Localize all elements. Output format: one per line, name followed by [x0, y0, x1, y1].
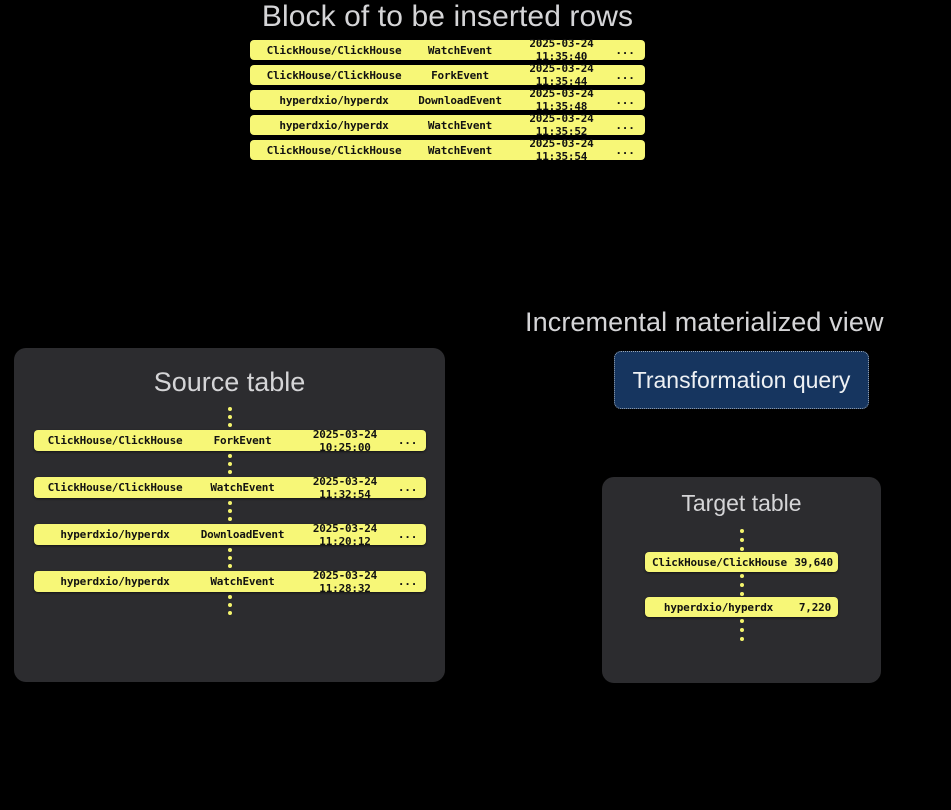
row-timestamp: 2025-03-24 11:20:12 [312, 521, 378, 548]
row-count: 39,640 [794, 555, 833, 569]
row-repo: hyperdxio/hyperdx [279, 118, 389, 132]
table-row: ClickHouse/ClickHouse ForkEvent 2025-03-… [250, 62, 645, 88]
row-more: ... [397, 528, 418, 541]
row-event: WatchEvent [427, 143, 493, 157]
table-row: hyperdxio/hyperdx 7,220 [645, 597, 838, 617]
row-event: WatchEvent [427, 43, 493, 57]
vertical-ellipsis-icon [34, 451, 426, 477]
table-row: hyperdxio/hyperdx WatchEvent 2025-03-24 … [34, 568, 426, 595]
row-timestamp: 2025-03-24 11:32:54 [312, 474, 378, 501]
row-repo: hyperdxio/hyperdx [279, 93, 389, 107]
materialized-view-title: Incremental materialized view [525, 307, 884, 337]
row-count: 7,220 [798, 600, 831, 614]
source-table-rows: ClickHouse/ClickHouse ForkEvent 2025-03-… [34, 404, 426, 618]
table-row: ClickHouse/ClickHouse ForkEvent 2025-03-… [34, 427, 426, 454]
row-timestamp: 2025-03-24 10:25:00 [312, 427, 378, 454]
row-more: ... [397, 481, 418, 494]
row-repo: hyperdxio/hyperdx [60, 575, 170, 588]
row-event: ForkEvent [213, 434, 272, 447]
row-more: ... [615, 43, 635, 57]
row-event: WatchEvent [427, 118, 493, 132]
insert-block-rows: ClickHouse/ClickHouse WatchEvent 2025-03… [250, 37, 645, 163]
target-table-panel: Target table [602, 477, 881, 683]
table-row: ClickHouse/ClickHouse WatchEvent 2025-03… [34, 474, 426, 501]
row-timestamp: 2025-03-24 11:35:54 [529, 137, 594, 163]
row-event: DownloadEvent [200, 528, 285, 541]
target-table-rows: ClickHouse/ClickHouse 39,640 hyperdxio/h… [645, 527, 838, 642]
transformation-query-box: Transformation query [614, 351, 869, 409]
vertical-ellipsis-icon [34, 592, 426, 618]
vertical-ellipsis-icon [645, 572, 838, 597]
row-more: ... [397, 434, 418, 447]
row-more: ... [615, 118, 635, 132]
row-repo: ClickHouse/ClickHouse [266, 68, 402, 82]
row-timestamp: 2025-03-24 11:28:32 [312, 568, 378, 595]
vertical-ellipsis-icon [645, 527, 838, 552]
source-table-title: Source table [153, 367, 306, 397]
vertical-ellipsis-icon [34, 498, 426, 524]
table-row: hyperdxio/hyperdx WatchEvent 2025-03-24 … [250, 112, 645, 138]
row-repo: ClickHouse/ClickHouse [266, 43, 402, 57]
row-more: ... [397, 575, 418, 588]
row-event: ForkEvent [431, 68, 489, 82]
row-event: WatchEvent [210, 575, 275, 588]
row-timestamp: 2025-03-24 11:35:48 [529, 87, 594, 113]
row-event: DownloadEvent [418, 93, 502, 107]
table-row: ClickHouse/ClickHouse WatchEvent 2025-03… [250, 137, 645, 163]
row-more: ... [615, 143, 635, 157]
row-timestamp: 2025-03-24 11:35:52 [529, 112, 594, 138]
vertical-ellipsis-icon [34, 404, 426, 430]
row-timestamp: 2025-03-24 11:35:44 [529, 62, 594, 88]
row-more: ... [615, 68, 635, 82]
target-table-title: Target table [681, 490, 802, 516]
block-title: Block of to be inserted rows [261, 0, 634, 33]
row-event: WatchEvent [210, 481, 275, 494]
source-table-panel: Source table [14, 348, 445, 682]
table-row: hyperdxio/hyperdx DownloadEvent 2025-03-… [250, 87, 645, 113]
vertical-ellipsis-icon [645, 617, 838, 642]
table-row: hyperdxio/hyperdx DownloadEvent 2025-03-… [34, 521, 426, 548]
transformation-query-label: Transformation query [632, 366, 851, 393]
row-repo: ClickHouse/ClickHouse [47, 481, 183, 494]
row-repo: ClickHouse/ClickHouse [266, 143, 402, 157]
row-more: ... [615, 93, 635, 107]
table-row: ClickHouse/ClickHouse WatchEvent 2025-03… [250, 37, 645, 63]
vertical-ellipsis-icon [34, 545, 426, 571]
row-repo: hyperdxio/hyperdx [663, 600, 774, 614]
row-repo: ClickHouse/ClickHouse [652, 555, 787, 569]
row-timestamp: 2025-03-24 11:35:40 [529, 37, 594, 63]
table-row: ClickHouse/ClickHouse 39,640 [645, 552, 838, 572]
row-repo: hyperdxio/hyperdx [60, 528, 170, 541]
row-repo: ClickHouse/ClickHouse [47, 434, 183, 447]
